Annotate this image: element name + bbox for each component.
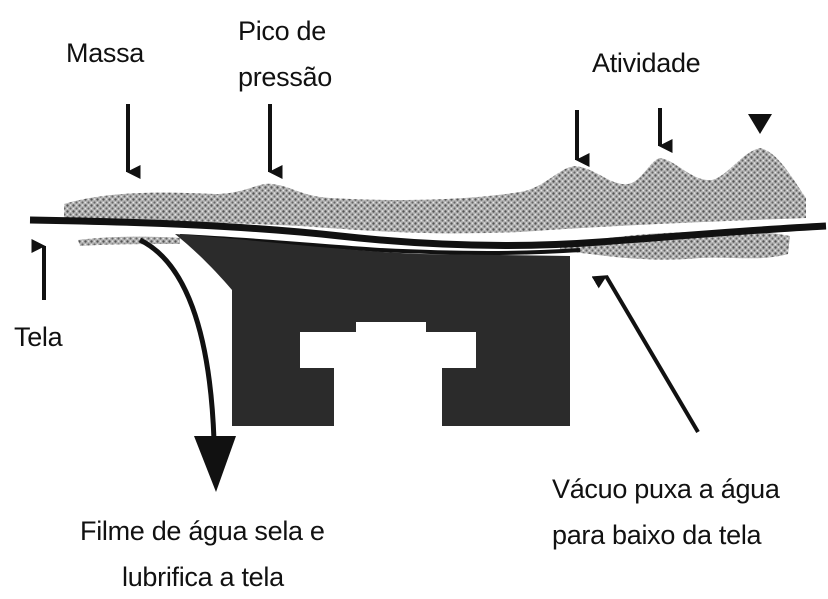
label-vacuo-line2: para baixo da tela <box>552 520 763 550</box>
label-filme-line2: lubrifica a tela <box>122 562 285 592</box>
vacuo-arrow <box>591 274 700 434</box>
label-vacuo-line1: Vácuo puxa a água <box>552 474 781 504</box>
wire-tela <box>29 216 827 249</box>
pulp-mat <box>64 148 806 234</box>
wire-underside <box>179 234 581 255</box>
label-pico-line2: pressão <box>238 62 332 92</box>
label-tela: Tela <box>14 322 64 352</box>
label-atividade: Atividade <box>592 48 700 78</box>
foil-block <box>175 234 570 426</box>
water-film <box>78 236 180 246</box>
label-massa: Massa <box>66 38 145 68</box>
filme-arrow <box>138 237 217 441</box>
label-pico-line1: Pico de <box>238 16 326 46</box>
atividade-arrow-3 <box>748 114 772 134</box>
filme-arrowhead <box>194 436 236 492</box>
label-filme-line1: Filme de água sela e <box>80 516 325 546</box>
